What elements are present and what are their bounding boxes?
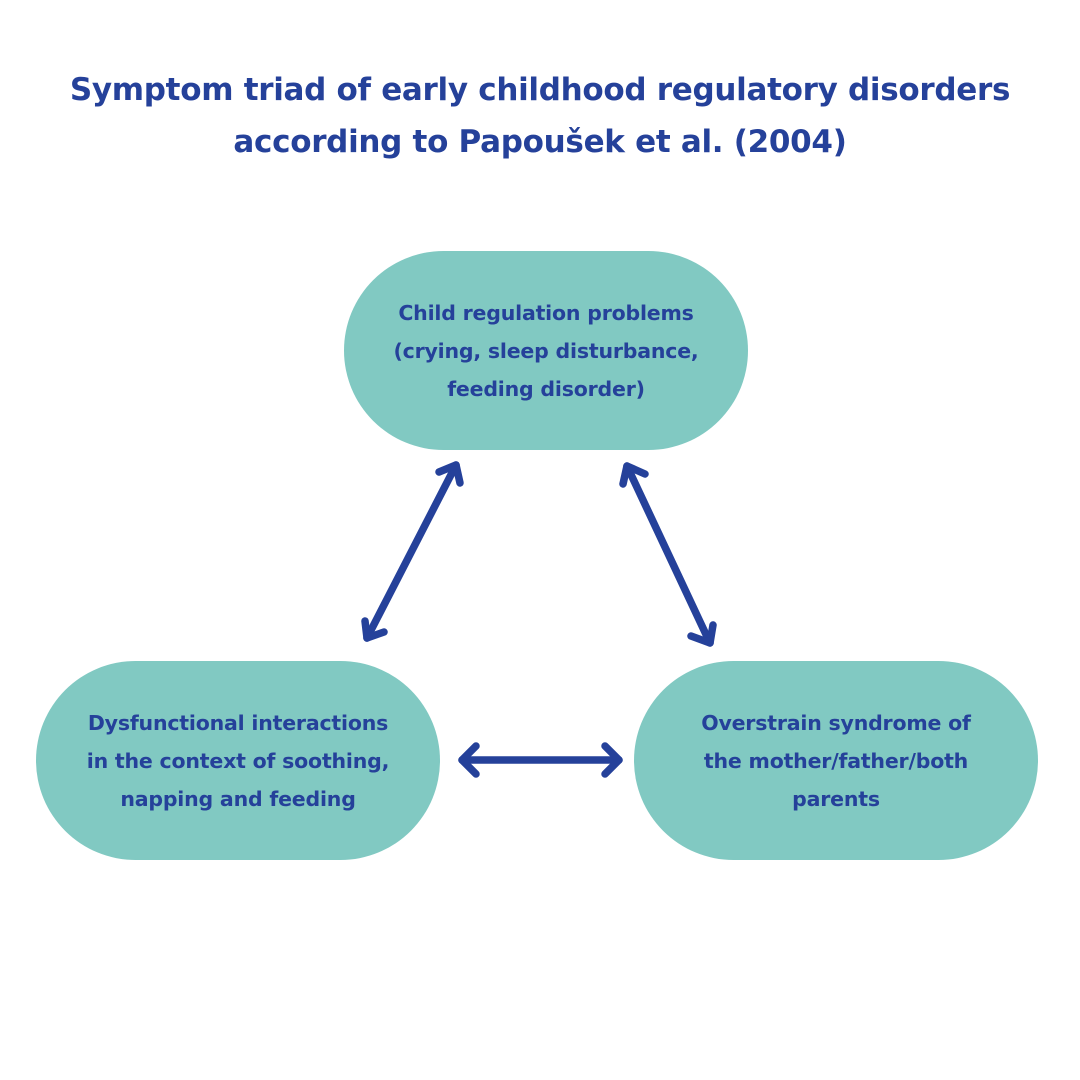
arrow-top-right-bidirectional [619, 462, 717, 647]
arrow-head-bottom [361, 617, 388, 642]
node-dysfunctional-interactions: Dysfunctional interactions in the contex… [36, 661, 440, 860]
arrow-head-bottom [687, 621, 717, 647]
node-text-line: Child regulation problems [398, 300, 694, 325]
node-text-line: parents [792, 786, 880, 811]
node-text-line: Dysfunctional interactions [87, 710, 389, 735]
arrow-head-top [619, 462, 649, 488]
node-text-line: in the context of soothing, [86, 748, 390, 773]
diagram-title: Symptom triad of early childhood regulat… [0, 64, 1080, 168]
arrow-head-top [435, 461, 464, 487]
arrow-left-right-bidirectional [458, 742, 623, 778]
arrow-top-left-bidirectional [361, 461, 464, 642]
arrow-head-right [601, 742, 623, 778]
node-text-line: napping and feeding [120, 786, 356, 811]
title-line-2: according to Papoušek et al. (2004) [233, 124, 847, 160]
arrow-shaft [623, 462, 714, 647]
node-text-line: (crying, sleep disturbance, [393, 338, 699, 363]
arrow-shaft [363, 461, 460, 642]
arrow-head-left [458, 742, 480, 778]
node-overstrain-syndrome: Overstrain syndrome of the mother/father… [634, 661, 1038, 860]
node-child-regulation-problems: Child regulation problems (crying, sleep… [344, 251, 748, 450]
node-text-line: the mother/father/both [703, 748, 969, 773]
node-text-line: Overstrain syndrome of [701, 710, 971, 735]
title-line-1: Symptom triad of early childhood regulat… [69, 72, 1011, 108]
node-text-line: feeding disorder) [447, 376, 645, 401]
